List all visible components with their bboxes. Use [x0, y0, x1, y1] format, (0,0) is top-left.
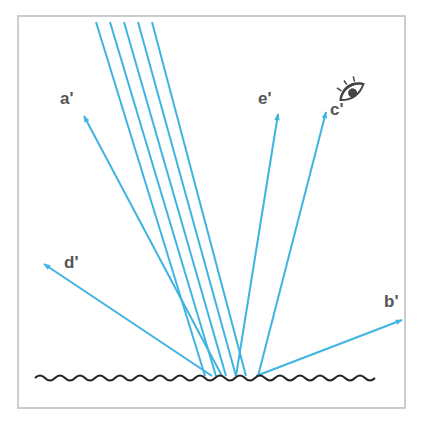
ray-label: a': [60, 90, 74, 107]
ray-label: e': [258, 90, 272, 107]
ray-label: b': [384, 293, 398, 310]
ray-label: d': [64, 254, 78, 271]
frame: [18, 16, 405, 408]
rough-surface: [35, 376, 375, 381]
ray-label: c': [330, 101, 344, 118]
incident-rays: [96, 22, 246, 376]
reflected-rays: [44, 112, 402, 376]
